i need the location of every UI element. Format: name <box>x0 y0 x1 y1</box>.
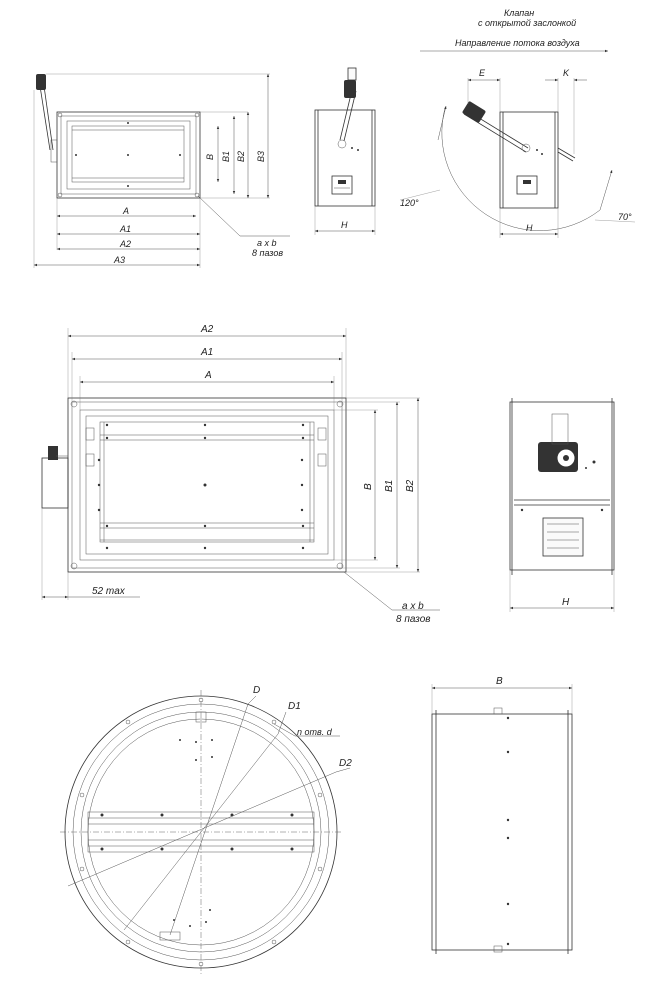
label-52max: 52 max <box>92 586 126 597</box>
front-view-large <box>41 328 440 611</box>
label-holes: n отв. d <box>297 727 333 737</box>
label-A-large: A <box>204 370 212 381</box>
label-slots-large: 8 пазов <box>396 614 431 625</box>
round-view <box>60 690 351 975</box>
label-H-large: H <box>562 597 570 608</box>
label-D2: D2 <box>339 758 352 769</box>
label-A-small: A <box>122 206 129 216</box>
label-B2-large: B2 <box>405 479 416 492</box>
label-B-small: B <box>205 154 215 160</box>
label-A2-small: A2 <box>119 239 131 249</box>
label-A1-large: A1 <box>200 347 213 358</box>
side-view-small <box>314 67 376 235</box>
label-B1-large: B1 <box>384 480 395 492</box>
front-view-small <box>33 73 290 268</box>
label-K: K <box>563 68 570 78</box>
label-A1-small: A1 <box>119 224 131 234</box>
label-slots-small: 8 пазов <box>252 248 283 258</box>
label-A2-large: A2 <box>200 324 214 335</box>
label-D: D <box>253 685 260 696</box>
label-B3-small: B3 <box>256 151 266 162</box>
label-70: 70° <box>618 212 632 222</box>
label-B2-small: B2 <box>236 151 246 162</box>
label-B1-small: B1 <box>221 151 231 162</box>
round-side-view <box>431 684 573 954</box>
label-D1: D1 <box>288 701 301 712</box>
label-H-open: H <box>526 223 533 233</box>
label-A3-small: A3 <box>113 255 125 265</box>
title-valve-open-1: Клапан <box>504 8 534 18</box>
title-valve-open-2: с открытой заслонкой <box>478 18 576 28</box>
label-B-round: B <box>496 676 503 687</box>
label-E: E <box>479 68 486 78</box>
label-B-large: B <box>363 483 374 490</box>
label-120: 120° <box>400 198 419 208</box>
side-view-actuator <box>509 398 615 612</box>
label-H-small: H <box>341 220 348 230</box>
label-axb-large: a x b <box>402 601 424 612</box>
airflow-label: Направление потока воздуха <box>455 38 580 48</box>
open-valve-view <box>399 78 636 238</box>
label-axb-small: a x b <box>257 238 277 248</box>
